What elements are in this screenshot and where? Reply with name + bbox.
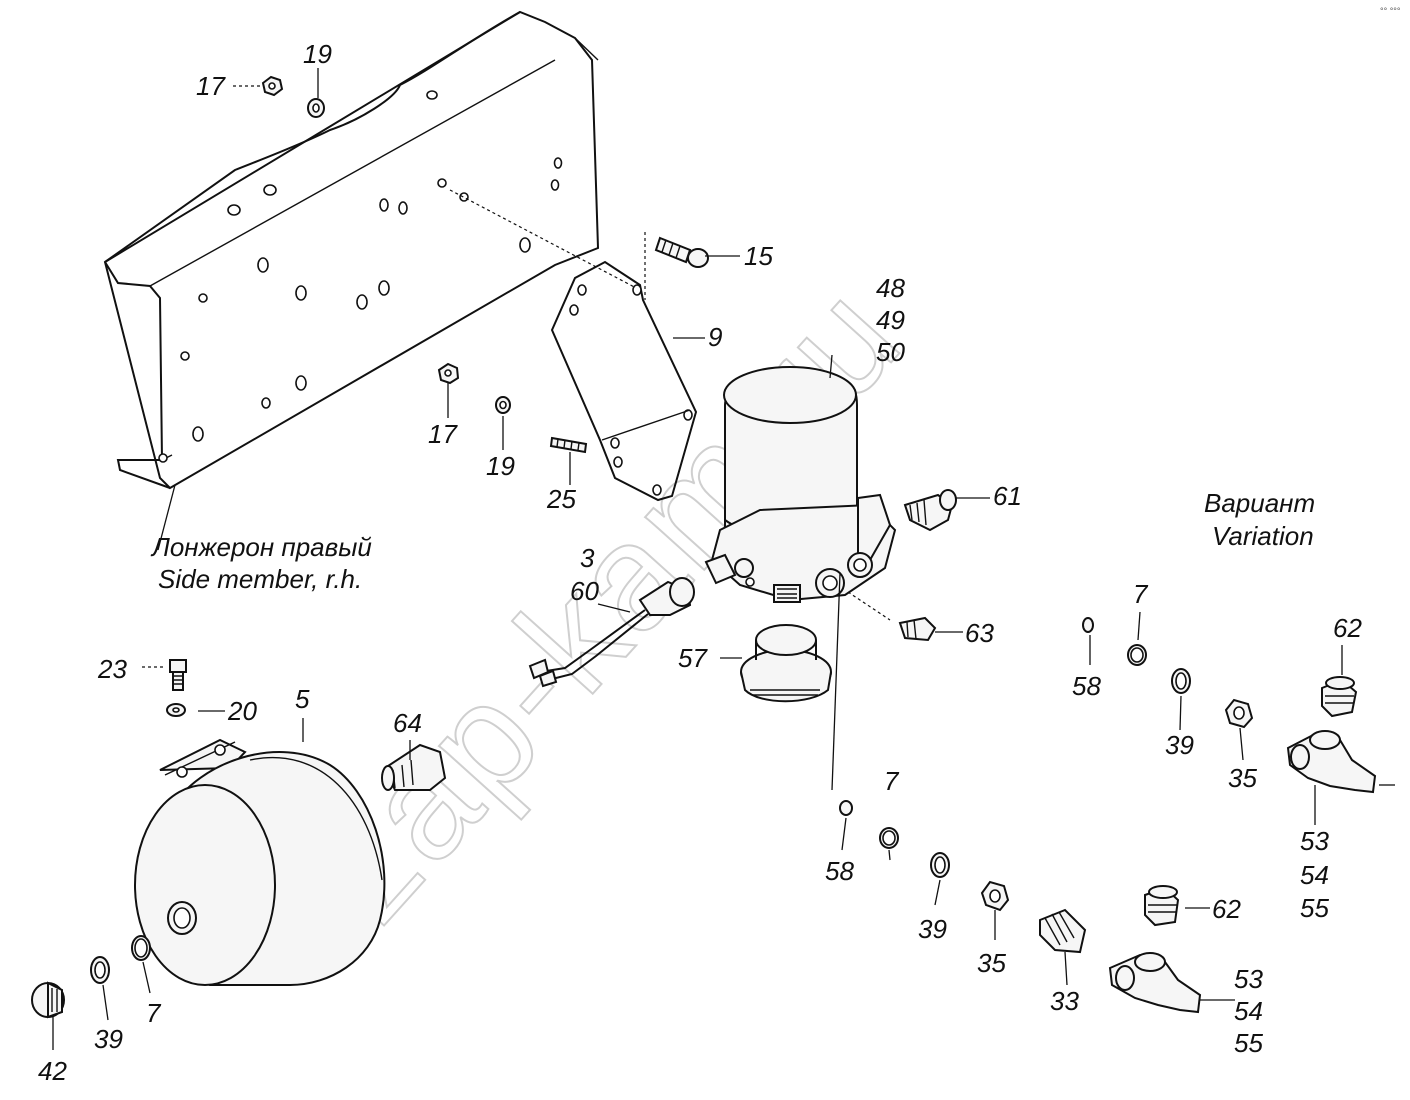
bracket-plate xyxy=(550,232,698,502)
heater-ring-57 xyxy=(740,624,832,703)
label-53-variant: 53 xyxy=(1300,826,1329,856)
drain-plug-set xyxy=(31,935,151,1019)
label-19-top: 19 xyxy=(303,39,332,69)
label-25: 25 xyxy=(546,484,576,514)
side-member-holes xyxy=(158,90,563,463)
corner-mark: °° °°° xyxy=(1380,6,1401,16)
label-15: 15 xyxy=(744,241,773,271)
label-17-top: 17 xyxy=(196,71,226,101)
label-7-centre: 7 xyxy=(884,766,900,796)
label-54-centre: 54 xyxy=(1234,996,1263,1026)
label-57: 57 xyxy=(678,643,708,673)
leader-lines xyxy=(52,68,1244,1050)
label-49: 49 xyxy=(876,305,905,335)
label-64: 64 xyxy=(393,708,422,738)
label-63: 63 xyxy=(965,618,994,648)
elbow-fitting-64 xyxy=(381,740,447,791)
label-55-centre: 55 xyxy=(1234,1028,1263,1058)
label-9: 9 xyxy=(708,322,722,352)
label-5: 5 xyxy=(295,684,310,714)
label-53-centre: 53 xyxy=(1234,964,1263,994)
label-61: 61 xyxy=(993,481,1022,511)
hardware-nuts-washers xyxy=(261,75,709,454)
label-20: 20 xyxy=(227,696,257,726)
label-7-variant: 7 xyxy=(1133,579,1149,609)
label-35-variant: 35 xyxy=(1228,763,1257,793)
label-62-variant: 62 xyxy=(1333,613,1362,643)
caption-variant-ru: Вариант xyxy=(1204,488,1315,518)
caption-side-member-en: Side member, r.h. xyxy=(158,564,362,594)
label-33: 33 xyxy=(1050,986,1079,1016)
elbow-fitting-61 xyxy=(903,489,957,532)
captions: Лонжерон правый Side member, r.h. Вариан… xyxy=(150,488,1315,594)
label-58-centre: 58 xyxy=(825,856,854,886)
label-39-centre: 39 xyxy=(918,914,947,944)
label-62-centre: 62 xyxy=(1212,894,1241,924)
label-39-left: 39 xyxy=(94,1024,123,1054)
label-39-variant: 39 xyxy=(1165,730,1194,760)
label-35-centre: 35 xyxy=(977,948,1006,978)
label-55-variant: 55 xyxy=(1300,893,1329,923)
air-receiver xyxy=(134,718,386,986)
label-19-mid: 19 xyxy=(486,451,515,481)
caption-variant-en: Variation xyxy=(1212,521,1314,551)
label-58-variant: 58 xyxy=(1072,671,1101,701)
air-dryer xyxy=(704,354,897,791)
caption-side-member-ru: Лонжерон правый xyxy=(150,532,372,562)
drain-valve-chain-1 xyxy=(839,800,1235,1014)
label-60: 60 xyxy=(570,576,599,606)
label-7-left: 7 xyxy=(146,998,162,1028)
drain-valve-chain-variant xyxy=(1082,617,1395,825)
bolt-and-washer xyxy=(142,659,225,717)
label-54-variant: 54 xyxy=(1300,860,1329,890)
label-48: 48 xyxy=(876,273,905,303)
side-member xyxy=(103,10,641,490)
label-42: 42 xyxy=(38,1056,67,1086)
label-17-mid: 17 xyxy=(428,419,458,449)
label-50: 50 xyxy=(876,337,905,367)
elbow-fitting-63 xyxy=(898,616,937,642)
wiring-cable xyxy=(528,577,695,688)
label-23: 23 xyxy=(97,654,127,684)
label-3: 3 xyxy=(580,543,595,573)
part-number-labels: 17 19 15 9 17 19 25 48 49 50 61 3 60 57 … xyxy=(38,39,1362,1086)
